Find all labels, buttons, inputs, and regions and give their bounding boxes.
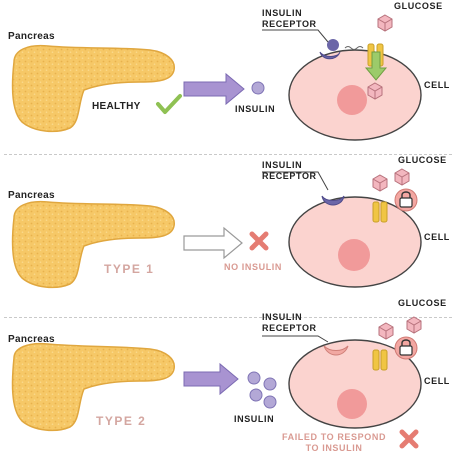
pancreas-label: Pancreas (8, 31, 55, 42)
insulin-label: NO INSULIN (224, 262, 283, 272)
cross-icon (249, 231, 269, 251)
cell-label: CELL (424, 376, 450, 386)
cell-nucleus (337, 85, 367, 115)
type2-diagram (11, 316, 422, 449)
glucose-channel-left (372, 349, 380, 371)
healthy-diagram (11, 14, 422, 141)
insulin-arrow (183, 362, 239, 396)
insulin-receptor (321, 195, 345, 206)
status-label: TYPE 1 (104, 262, 155, 276)
insulin-molecule (251, 81, 265, 95)
insulin-receptor-label: INSULIN RECEPTOR (262, 312, 317, 333)
panel-divider (4, 154, 452, 155)
cell-nucleus (337, 389, 367, 419)
cell-nucleus (338, 239, 370, 271)
glucose-label: GLUCOSE (394, 1, 443, 11)
insulin-arrow (183, 72, 245, 106)
glucose-label: GLUCOSE (398, 155, 447, 165)
insulin-receptor-label: INSULIN RECEPTOR (262, 160, 317, 181)
insulin-label: INSULIN (234, 414, 275, 424)
glucose-channel-right (380, 349, 388, 371)
glucose-entry-arrow (364, 51, 388, 81)
insulin-molecule (263, 395, 277, 409)
failed-to-respond-label: FAILED TO RESPOND TO INSULIN (282, 432, 387, 453)
insulin-receptor (323, 345, 349, 356)
bound-insulin (327, 39, 339, 51)
panel-divider (4, 317, 452, 318)
glucose-cube (367, 82, 383, 100)
insulin-receptor-label: INSULIN RECEPTOR (262, 8, 317, 29)
cross-icon (399, 429, 419, 449)
glucose-cube (377, 14, 393, 32)
empty-arrow (183, 226, 243, 260)
insulin-label: INSULIN (235, 104, 276, 114)
glucose-label: GLUCOSE (398, 298, 447, 308)
cell-body (288, 339, 422, 429)
pancreas-shape (11, 44, 175, 133)
glucose-cube (378, 322, 394, 340)
cell-label: CELL (424, 232, 450, 242)
glucose-channel-left (372, 201, 380, 223)
lock-icon (394, 188, 418, 212)
insulin-receptor (319, 51, 341, 60)
panel-type1: Pancreas TYPE 1 NO INSULIN INSULIN RECEP… (0, 155, 456, 306)
glucose-cube (394, 168, 410, 186)
insulin-molecule (263, 377, 277, 391)
panel-healthy: Pancreas HEALTHY INSULIN INSULIN RECEPTO… (0, 0, 456, 150)
insulin-molecule (249, 388, 263, 402)
status-label: HEALTHY (92, 101, 141, 112)
cell-label: CELL (424, 80, 450, 90)
insulin-molecule (247, 371, 261, 385)
panel-type2: Pancreas TYPE 2 INSULIN INSULIN RECEPTOR… (0, 298, 456, 456)
pancreas-label: Pancreas (8, 334, 55, 345)
pancreas-shape (11, 342, 175, 432)
type1-diagram (11, 168, 422, 289)
pancreas-shape (11, 200, 175, 289)
check-icon (156, 94, 182, 114)
pancreas-label: Pancreas (8, 190, 55, 201)
glucose-cube (406, 316, 422, 334)
status-label: TYPE 2 (96, 414, 147, 428)
glucose-cube (372, 174, 388, 192)
glucose-channel-right (380, 201, 388, 223)
lock-icon (394, 336, 418, 360)
